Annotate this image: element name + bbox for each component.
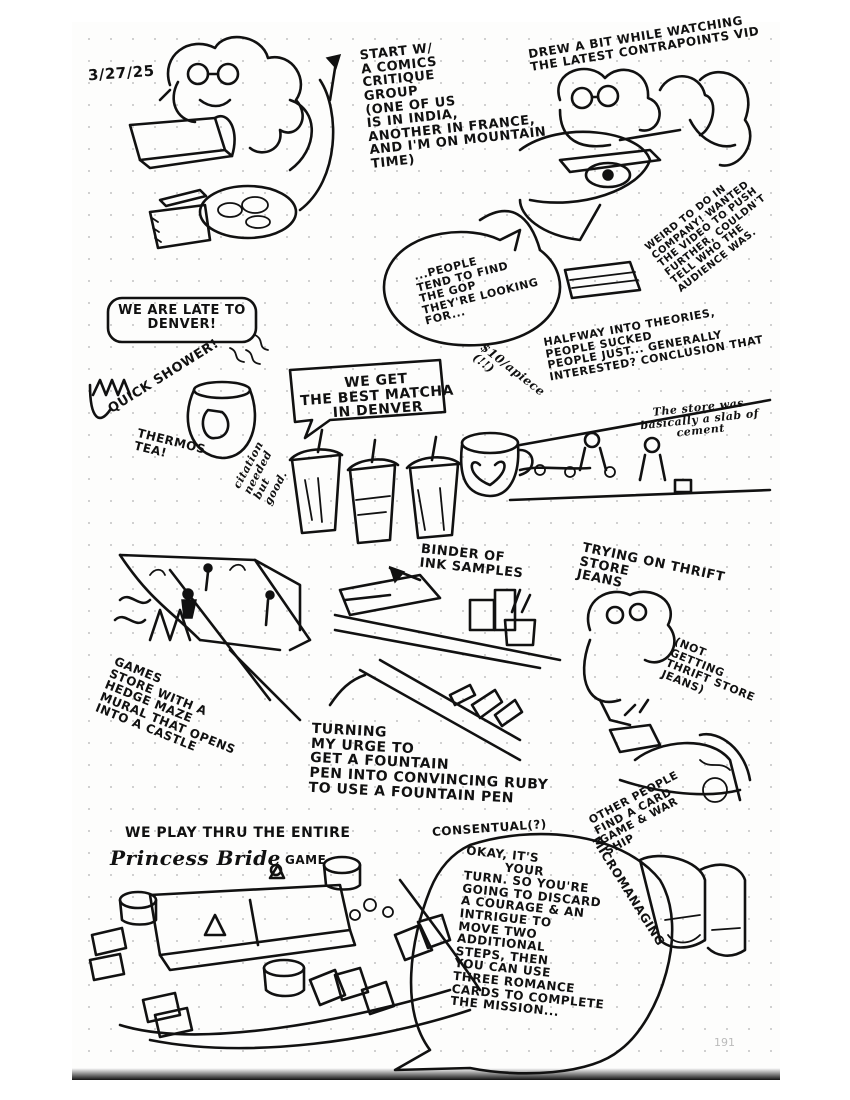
turn-speech-text: OKAY, IT'S YOUR TURN. SO YOU'RE GOING TO… — [449, 843, 605, 1020]
cement-store-drawing — [508, 398, 772, 502]
play-thru-caption: WE PLAY THRU THE ENTIRE — [125, 825, 351, 841]
gop-speech-bubble — [382, 228, 562, 347]
thermos-drawing — [88, 334, 269, 460]
page-number: 191 — [714, 1036, 735, 1049]
games-store-drawing — [113, 553, 312, 722]
princess-bride-title: Princess Bride — [110, 846, 281, 870]
matcha-speech-bubble — [288, 358, 447, 440]
ink-binder-drawing — [328, 565, 562, 762]
late-denver-text: WE ARE LATE TO DENVER! — [118, 303, 246, 332]
contrapoints-watchers-drawing — [478, 67, 752, 300]
turn-speech-bubble — [393, 832, 674, 1075]
board-game-drawing — [88, 855, 482, 1050]
page-edge-shadow — [72, 1068, 780, 1080]
thrift-jeans-drawing — [582, 590, 752, 957]
late-denver-banner — [106, 296, 258, 344]
tablet-person-drawing — [128, 35, 342, 250]
sketchbook-page — [72, 22, 780, 1078]
fountain-pen-caption: TURNING MY URGE TO GET A FOUNTAIN PEN IN… — [308, 720, 549, 807]
critique-group-caption: START W/ A COMICS CRITIQUE GROUP (ONE OF… — [358, 40, 548, 173]
game-word: GAME — [285, 853, 327, 867]
matcha-cups-drawing — [288, 428, 534, 545]
